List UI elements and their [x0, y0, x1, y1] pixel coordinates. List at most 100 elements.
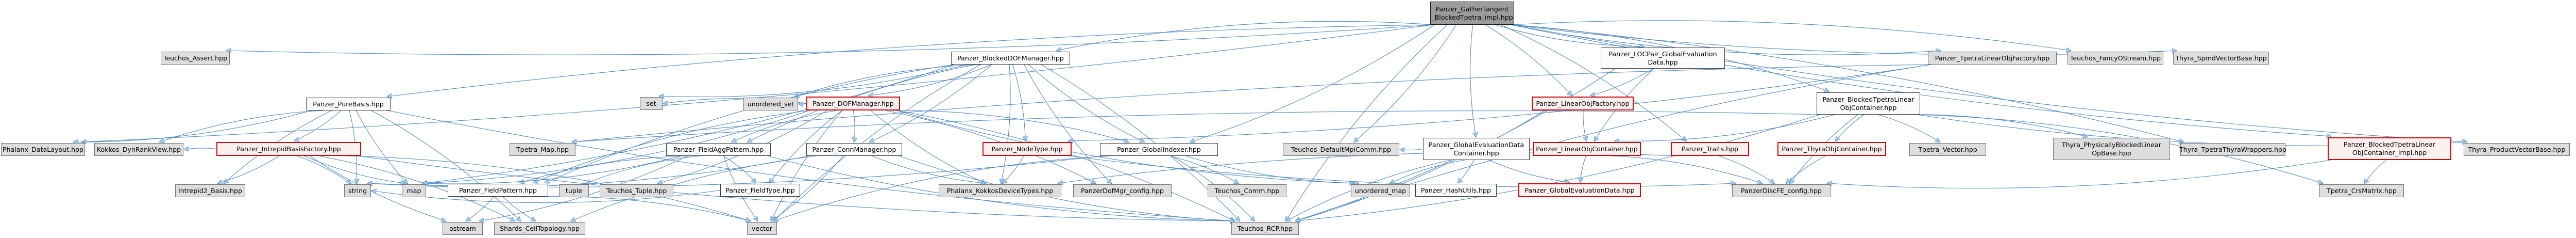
- graph-node-prodvec: Thyra_ProductVectorBase.hpp: [2464, 143, 2570, 156]
- graph-node-nodetype[interactable]: Panzer_NodeType.hpp: [982, 142, 1072, 156]
- include-edge-intrepid_bf-to-intrepid2: [218, 155, 280, 183]
- include-edge-blocked_dofmgr-to-dofmgr_cfg: [1024, 64, 1111, 183]
- graph-node-tpetra_vec: Tpetra_Vector.hpp: [1909, 143, 1986, 156]
- include-edge-locpair-to-lof: [1591, 68, 1654, 96]
- include-edge-gather-to-btloc_impl: [1511, 24, 2331, 136]
- include-edge-purebasis-to-shards: [371, 110, 521, 221]
- include-edge-dofmgr-to-vector: [771, 110, 843, 221]
- include-edge-intrepid_bf-to-shards: [318, 155, 515, 221]
- graph-node-wrappers: Thyra_TpetraThyraWrappers.hpp: [2179, 143, 2286, 156]
- graph-node-gedc[interactable]: Panzer_GlobalEvaluationData Container.hp…: [1423, 138, 1530, 160]
- include-edge-blocked_dofmgr-to-uset: [795, 64, 982, 97]
- graph-node-teuchos_comm: Teuchos_Comm.hpp: [1208, 184, 1286, 197]
- include-edge-blocked_dofmgr-to-fieldpattern: [545, 64, 955, 183]
- graph-node-dofmgr[interactable]: Panzer_DOFManager.hpp: [806, 97, 900, 110]
- include-edge-gedc-to-umap: [1390, 160, 1465, 183]
- include-edge-gather-to-blocked_dofmgr: [1057, 21, 1434, 51]
- graph-node-kokkos_drv: Kokkos_DynRankView.hpp: [94, 143, 183, 156]
- include-edge-blocked_dofmgr-to-gindexer: [1028, 64, 1144, 142]
- graph-node-vector: vector: [747, 222, 777, 235]
- include-edge-gather-to-gindexer: [1190, 24, 1435, 142]
- graph-node-lof[interactable]: Panzer_LinearObjFactory.hpp: [1532, 97, 1634, 110]
- include-edge-gather-to-teuchos_assert: [227, 24, 1434, 55]
- graph-node-tpetra_lof: Panzer_TpetraLinearObjFactory.hpp: [1928, 52, 2057, 65]
- include-edge-blocked_dofmgr-to-kokkos_dt: [1001, 64, 1011, 183]
- graph-node-purebasis[interactable]: Panzer_PureBasis.hpp: [306, 98, 391, 110]
- include-edge-dofmgr-to-fieldpattern: [533, 110, 811, 183]
- graph-node-blocked_dofmgr[interactable]: Panzer_BlockedDOFManager.hpp: [951, 52, 1070, 65]
- include-edge-gather-to-locpair: [1495, 24, 1644, 46]
- include-edge-dofmgr-to-umap: [896, 110, 1354, 183]
- graph-node-phalanx_dl: Phalanx_DataLayout.hpp: [1, 143, 85, 156]
- graph-node-btloc[interactable]: Panzer_BlockedTpetraLinear ObjContainer.…: [1817, 92, 1920, 115]
- include-edge-purebasis-to-map: [355, 110, 407, 183]
- include-edge-gather-to-fancy: [1511, 20, 2071, 51]
- graph-node-btloc_impl[interactable]: Panzer_BlockedTpetraLinear ObjContainer_…: [2328, 137, 2451, 160]
- graph-node-traits[interactable]: Panzer_Traits.hpp: [1671, 142, 1749, 156]
- graph-node-hashutils[interactable]: Panzer_HashUtils.hpp: [1415, 184, 1497, 197]
- include-edge-gather-to-purebasis: [387, 24, 1434, 97]
- include-edge-blocked_dofmgr-to-connmgr: [870, 64, 992, 142]
- graph-node-teuchos_assert: Teuchos_Assert.hpp: [161, 52, 230, 65]
- include-edge-btloc_impl-to-crsmatrix: [2364, 160, 2386, 183]
- include-edge-purebasis-to-rcp: [387, 110, 1234, 221]
- include-edge-blocked_dofmgr-to-dofmgr: [869, 64, 992, 96]
- include-edge-connmgr-to-string: [368, 155, 810, 187]
- include-edge-fieldpattern-to-vector: [529, 196, 750, 221]
- graph-node-kokkos_dt: Phalanx_KokkosDeviceTypes.hpp: [939, 184, 1061, 197]
- graph-node-ged[interactable]: Panzer_GlobalEvaluationData.hpp: [1518, 183, 1641, 197]
- include-edge-dofmgr-to-dofmgr_cfg: [885, 110, 1096, 183]
- graph-node-phys_blocked: Thyra_PhysicallyBlockedLinear OpBase.hpp: [2053, 138, 2170, 160]
- include-edge-thyra_oc-to-discfe_cfg: [1786, 155, 1826, 183]
- graph-node-map: map: [402, 184, 426, 197]
- graph-node-crsmatrix: Tpetra_CrsMatrix.hpp: [2319, 184, 2404, 197]
- graph-node-set: set: [640, 97, 663, 110]
- include-edge-connmgr-to-vector: [771, 155, 843, 221]
- graph-node-dofmgr_cfg: PanzerDofMgr_config.hpp: [1073, 184, 1172, 197]
- graph-node-gindexer[interactable]: Panzer_GlobalIndexer.hpp: [1100, 143, 1218, 156]
- include-edge-gindexer-to-teuchos_comm: [1169, 155, 1238, 183]
- graph-node-thyra_oc[interactable]: Panzer_ThyraObjContainer.hpp: [1777, 142, 1886, 156]
- include-edge-gather-to-phalanx_dl: [82, 24, 1434, 142]
- include-edge-dofmgr-to-connmgr: [853, 110, 855, 142]
- include-edge-purebasis-to-phalanx_dl: [74, 110, 312, 142]
- include-edge-gindexer-to-umap: [1185, 155, 1358, 183]
- include-edge-gather-to-defmpi: [1354, 24, 1457, 142]
- graph-node-tuple: tuple: [559, 184, 589, 197]
- include-edge-connmgr-to-kokkos_dt: [871, 155, 986, 183]
- include-edge-intrepid_bf-to-rcp: [358, 155, 1234, 221]
- include-edge-locont-to-discfe_cfg: [1610, 155, 1761, 183]
- graph-node-gather: Panzer_GatherTangent _BlockedTpetra_impl…: [1430, 2, 1514, 25]
- include-edge-gedc-to-defmpi: [1400, 149, 1423, 150]
- include-edge-connmgr-to-rcp: [899, 155, 1234, 221]
- include-edge-fieldpattern-to-shards: [502, 196, 535, 221]
- include-edge-purebasis-to-kokkos_drv: [160, 110, 324, 142]
- graph-node-string: string: [344, 184, 371, 197]
- graph-node-intrepid2: Intrepid2_Basis.hpp: [175, 184, 245, 197]
- include-edge-fieldagg-to-tuple: [586, 155, 701, 183]
- include-edge-traits-to-kokkos_dt: [1058, 152, 1674, 183]
- include-edge-gather-to-tpetra_lof: [1511, 24, 1940, 55]
- include-edge-gather-to-btloc: [1511, 24, 1829, 91]
- include-edge-intrepid_bf-to-kokkos_drv: [184, 148, 217, 150]
- graph-node-spmd: Thyra_SpmdVectorBase.hpp: [2173, 52, 2269, 65]
- graph-node-locont[interactable]: Panzer_LinearObjContainer.hpp: [1533, 142, 1641, 156]
- include-edge-lof-to-rcp: [1296, 110, 1545, 221]
- graph-node-connmgr[interactable]: Panzer_ConnManager.hpp: [806, 143, 902, 156]
- include-edge-gedc-to-ged: [1488, 160, 1569, 182]
- include-edge-lof-to-locont: [1583, 110, 1586, 141]
- include-edge-locont-to-ged: [1580, 155, 1586, 182]
- include-edge-fieldpattern-to-ostream: [466, 196, 494, 221]
- graph-node-fieldpattern[interactable]: Panzer_FieldPattern.hpp: [448, 184, 548, 197]
- include-edge-dofmgr-to-kokkos_dt: [870, 110, 985, 183]
- graph-node-intrepid_bf[interactable]: Panzer_IntrepidBasisFactory.hpp: [216, 142, 361, 156]
- include-edge-blocked_dofmgr-to-map: [423, 64, 955, 183]
- graph-node-fancy: Teuchos_FancyOStream.hpp: [2067, 52, 2163, 65]
- include-edge-tpetra_lof-to-nodetype: [1069, 64, 1931, 141]
- graph-node-locpair[interactable]: Panzer_LOCPair_GlobalEvaluation Data.hpp: [1601, 47, 1725, 69]
- include-edge-gedc-to-hashutils: [1458, 160, 1475, 183]
- graph-node-fieldtype[interactable]: Panzer_FieldType.hpp: [720, 184, 800, 197]
- graph-node-fieldagg[interactable]: Panzer_FieldAggPattern.hpp: [666, 143, 771, 156]
